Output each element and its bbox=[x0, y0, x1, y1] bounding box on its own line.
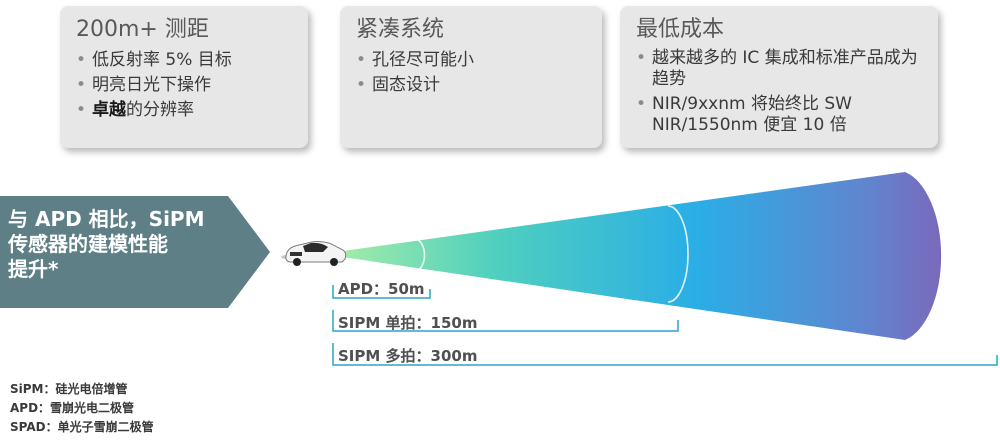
callout-line: 与 APD 相比，SiPM bbox=[8, 207, 205, 231]
list-item: 明亮日光下操作 bbox=[76, 73, 292, 98]
list-item: 越来越多的 IC 集成和标准产品成为趋势 bbox=[636, 48, 922, 90]
list-item: 低反射率 5% 目标 bbox=[76, 48, 292, 73]
detection-cone bbox=[322, 172, 942, 340]
legend-item: SPAD：单光子雪崩二极管 bbox=[10, 420, 154, 434]
list-item: 固态设计 bbox=[356, 73, 586, 98]
emphasis-text: 卓越 bbox=[92, 100, 126, 120]
legend-item: SiPM：硅光电倍增管 bbox=[10, 382, 128, 396]
card-title: 200m+ 测距 bbox=[76, 17, 209, 42]
apd-range-arc bbox=[417, 239, 426, 271]
card-title: 紧凑系统 bbox=[356, 17, 445, 42]
sipm-single-range-arc bbox=[667, 205, 689, 303]
abbreviation-legend: SiPM：硅光电倍增管 APD：雪崩光电二极管 SPAD：单光子雪崩二极管 bbox=[10, 380, 154, 437]
bracket-apd bbox=[332, 285, 431, 299]
list-item: NIR/9xxnm 将始终比 SW NIR/1550nm 便宜 10 倍 bbox=[636, 94, 922, 136]
card-list: 孔径尽可能小 固态设计 bbox=[356, 48, 586, 98]
callout-text: 与 APD 相比，SiPM 传感器的建模性能 提升* bbox=[8, 207, 258, 282]
card-title: 最低成本 bbox=[636, 17, 725, 42]
callout-line: 提升* bbox=[8, 257, 59, 281]
legend-item: APD：雪崩光电二极管 bbox=[10, 401, 135, 415]
range-label-apd: APD：50m bbox=[338, 280, 425, 298]
bracket-sipm-multi bbox=[332, 343, 998, 366]
callout-line: 传感器的建模性能 bbox=[8, 232, 168, 256]
list-item-rest: 的分辨率 bbox=[126, 100, 194, 120]
car-icon bbox=[281, 241, 347, 266]
card-cost: 最低成本 越来越多的 IC 集成和标准产品成为趋势 NIR/9xxnm 将始终比… bbox=[620, 6, 938, 148]
range-label-sipm-multi: SIPM 多拍：300m bbox=[338, 347, 478, 365]
card-compact: 紧凑系统 孔径尽可能小 固态设计 bbox=[340, 6, 602, 148]
list-item: 孔径尽可能小 bbox=[356, 48, 586, 73]
range-label-sipm-single: SIPM 单拍：150m bbox=[338, 314, 478, 332]
card-list: 低反射率 5% 目标 明亮日光下操作 卓越的分辨率 bbox=[76, 48, 292, 123]
bracket-sipm-single bbox=[332, 310, 679, 332]
card-range: 200m+ 测距 低反射率 5% 目标 明亮日光下操作 卓越的分辨率 bbox=[60, 6, 308, 148]
list-item: 卓越的分辨率 bbox=[76, 98, 292, 123]
callout-arrow bbox=[0, 196, 270, 308]
card-list: 越来越多的 IC 集成和标准产品成为趋势 NIR/9xxnm 将始终比 SW N… bbox=[636, 48, 922, 136]
